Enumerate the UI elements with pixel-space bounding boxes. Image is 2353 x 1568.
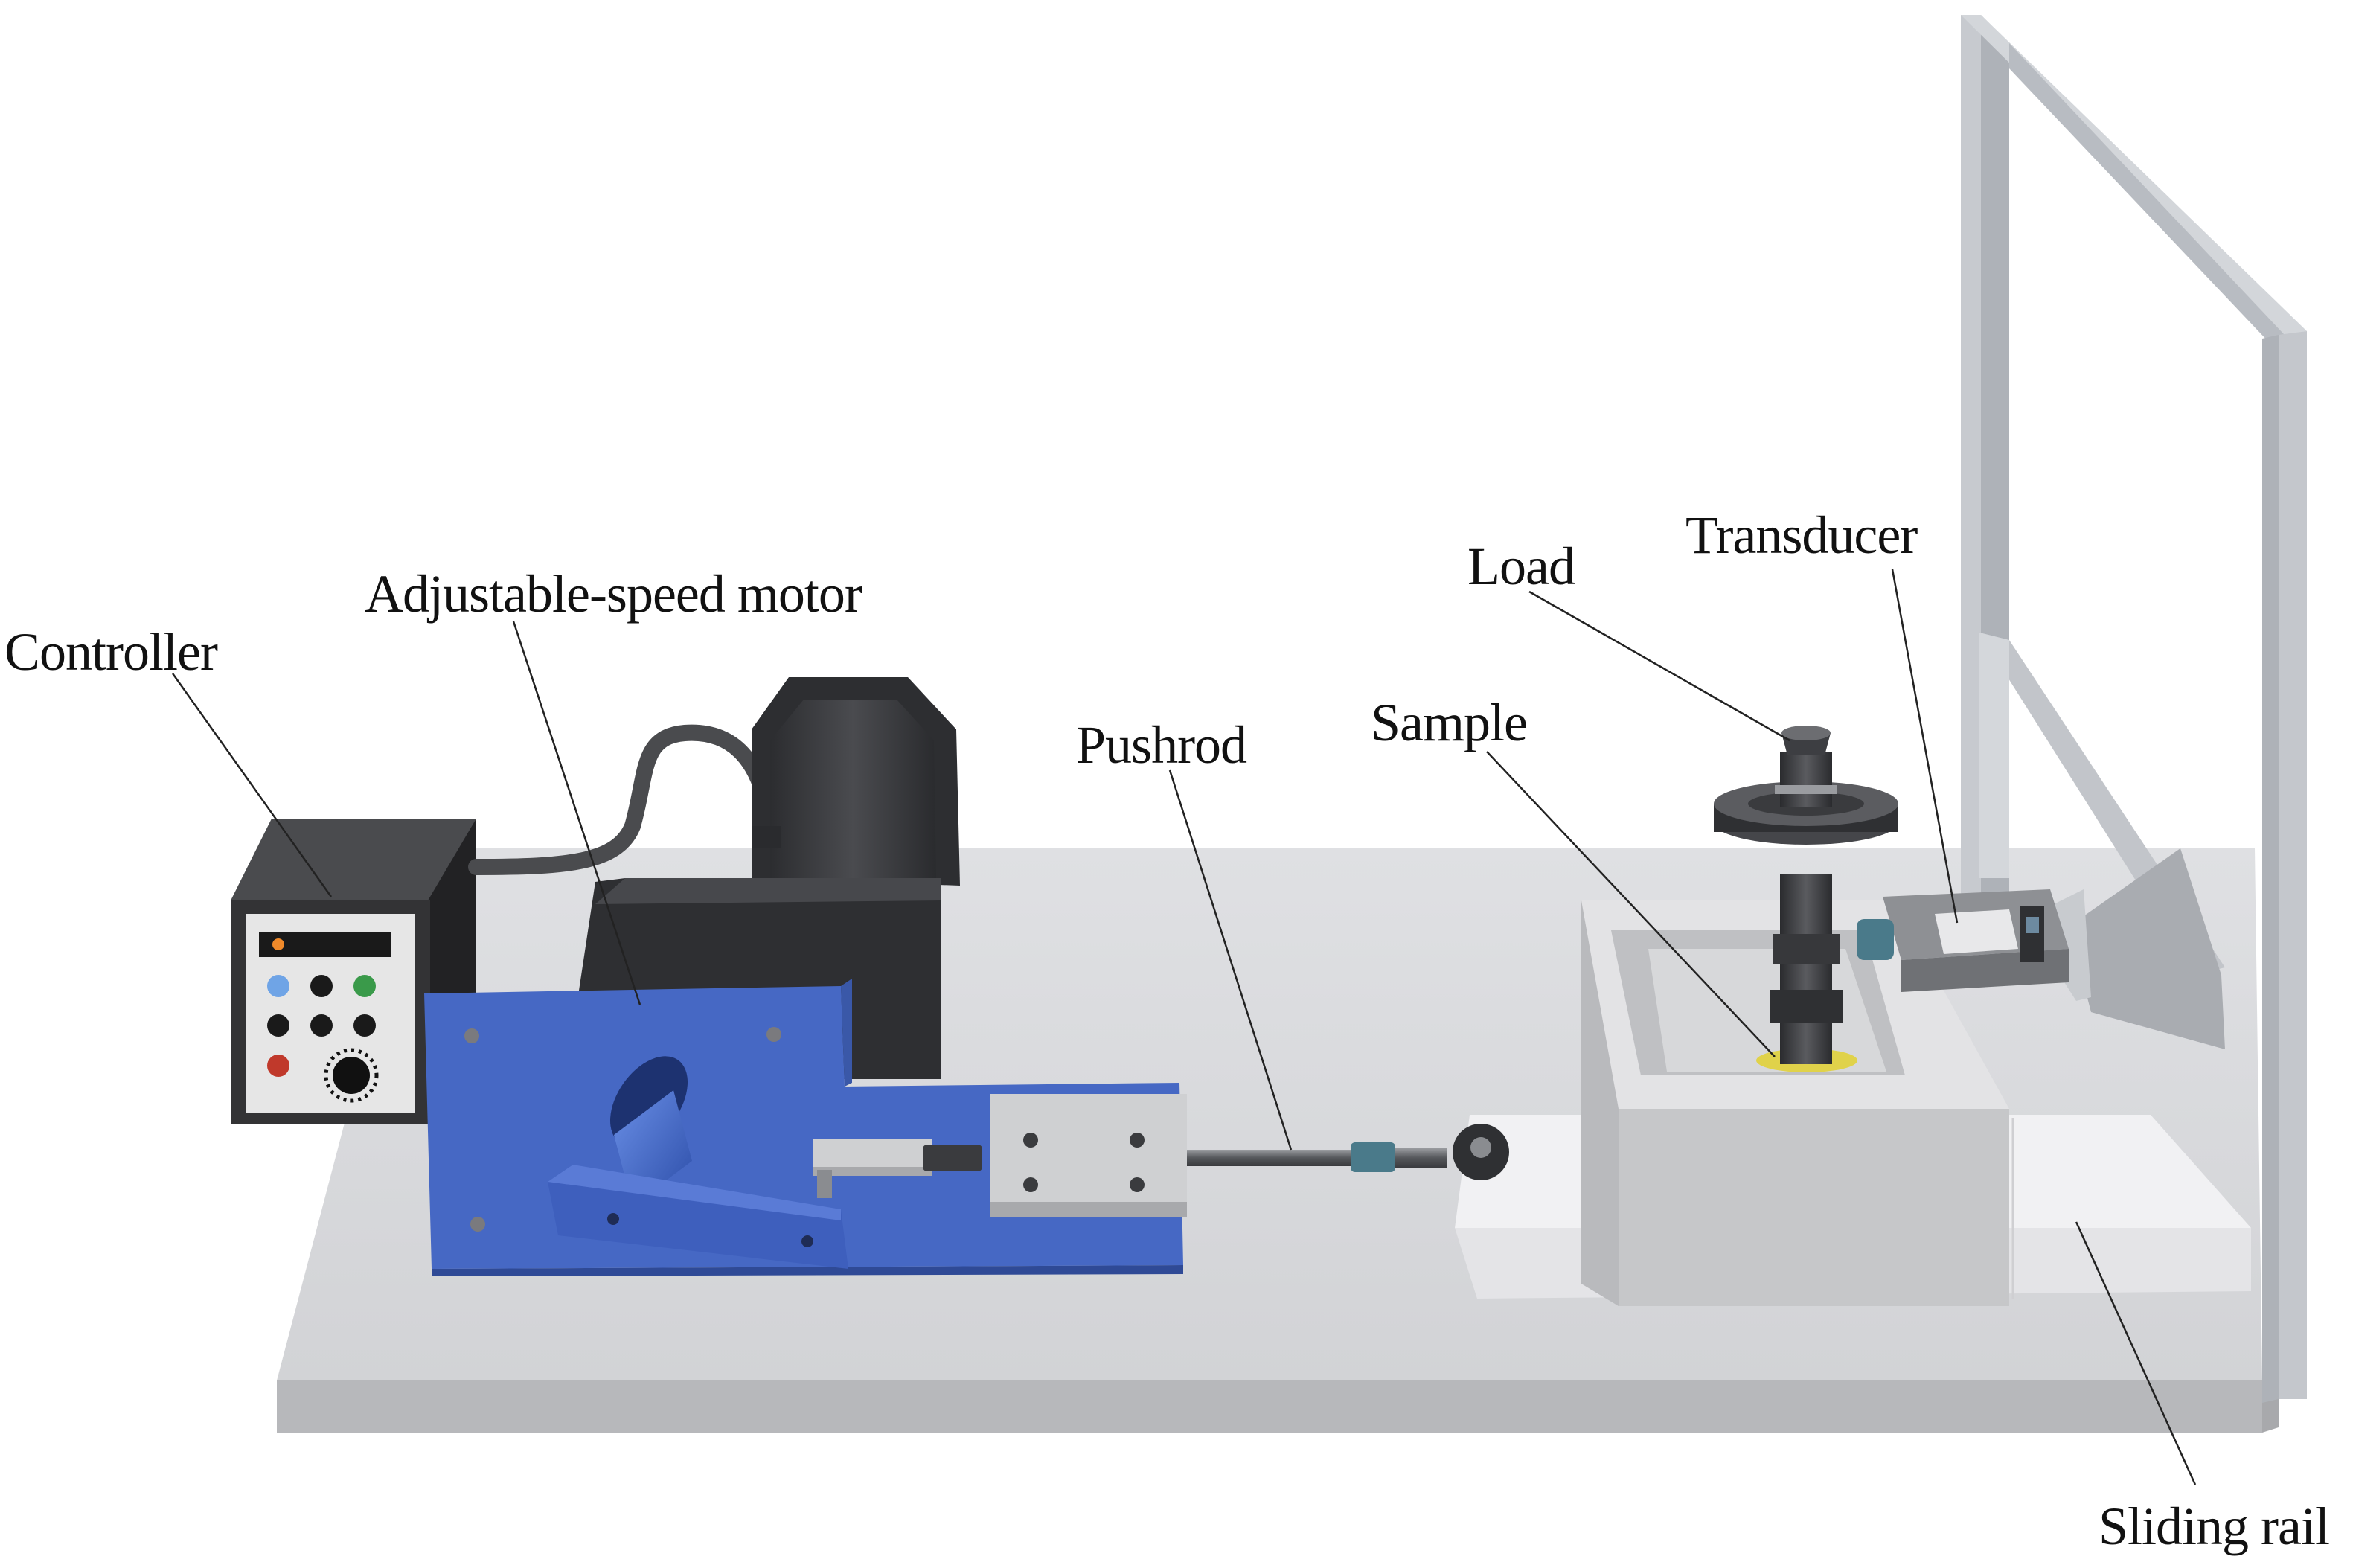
label-controller: Controller <box>4 622 218 682</box>
controller-button <box>310 975 333 997</box>
leader-controller <box>171 673 333 897</box>
support-frame <box>1961 15 2307 1403</box>
leader-sample <box>1486 751 1776 1057</box>
controller-stop-button <box>267 1055 289 1077</box>
label-sample: Sample <box>1371 693 1527 752</box>
leader-motor <box>512 621 641 1005</box>
leader-transducer <box>1891 569 1959 924</box>
leader-pushrod <box>1168 769 1293 1151</box>
controller-dial <box>333 1057 370 1094</box>
leader-load <box>1528 590 1790 742</box>
controller-unit <box>231 819 476 1124</box>
callout-labels: Controller Adjustable-speed motor Pushro… <box>4 505 2330 1556</box>
controller-button <box>267 1014 289 1037</box>
controller-button <box>353 975 376 997</box>
motor-cable <box>468 724 775 875</box>
label-pushrod: Pushrod <box>1076 715 1247 775</box>
transducer-assembly <box>1857 889 2069 992</box>
label-load: Load <box>1467 537 1575 596</box>
controller-button <box>353 1014 376 1037</box>
controller-button <box>310 1014 333 1037</box>
controller-button <box>267 975 289 997</box>
leader-sliding-rail <box>2075 1221 2197 1485</box>
label-transducer: Transducer <box>1685 505 1918 565</box>
pushrod <box>923 1094 1509 1217</box>
leader-lines <box>171 569 2197 1485</box>
label-motor: Adjustable-speed motor <box>365 564 862 624</box>
load-weights <box>1714 726 1898 1064</box>
label-sliding-rail: Sliding rail <box>2099 1497 2329 1556</box>
